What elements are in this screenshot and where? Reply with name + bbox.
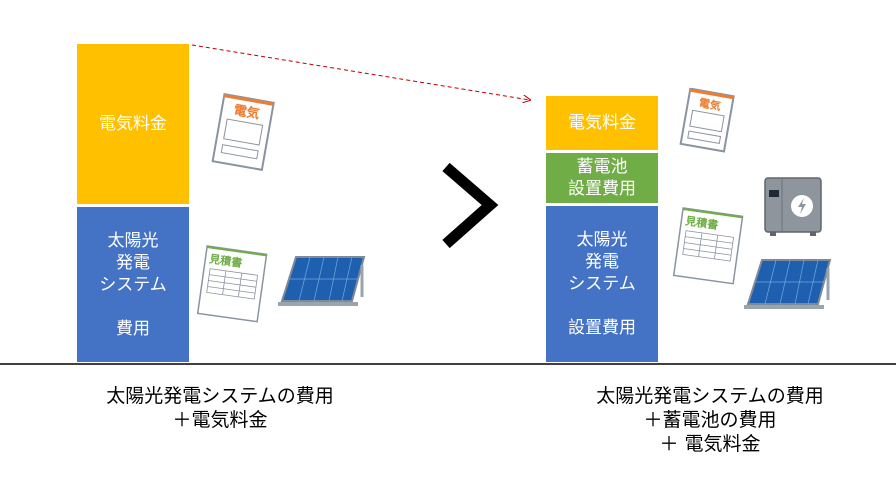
electricity-bill-icon: 電気: [679, 88, 735, 153]
label: 電気料金: [99, 114, 167, 134]
right-electricity-segment: 電気料金: [546, 96, 658, 150]
svg-text:電気: 電気: [232, 102, 260, 122]
solar-panel-icon: [744, 259, 832, 309]
solar-panel-icon: [278, 256, 366, 306]
label: 発電: [585, 252, 619, 272]
label: 設置費用: [568, 179, 636, 199]
label: システム: [99, 274, 167, 295]
left-solar-segment: 太陽光発電システム費用: [77, 207, 189, 362]
label: 設置費用: [568, 318, 636, 338]
svg-text:見積書: 見積書: [207, 251, 243, 270]
label: 蓄電池: [576, 157, 628, 177]
svg-text:電気: 電気: [698, 95, 722, 113]
svg-text:見積書: 見積書: [683, 213, 719, 232]
caption-line: ＋ 電気料金: [659, 433, 761, 455]
label: システム: [568, 274, 636, 294]
label: 太陽光: [576, 230, 628, 250]
label: 発電: [116, 252, 150, 273]
label: 費用: [116, 318, 150, 339]
caption-line: 太陽光発電システムの費用: [106, 385, 334, 407]
caption-line: ＋電気料金: [172, 409, 268, 431]
electricity-bill-icon: 電気: [211, 93, 275, 171]
storage-battery-icon: [764, 177, 822, 236]
left-caption: 太陽光発電システムの費用＋電気料金: [40, 384, 400, 432]
right-solar-segment: 太陽光発電システム設置費用: [546, 206, 658, 362]
caption-line: ＋蓄電池の費用: [643, 409, 777, 431]
label: 電気料金: [568, 113, 636, 133]
right-caption: 太陽光発電システムの費用＋蓄電池の費用＋ 電気料金: [530, 384, 890, 456]
caption-line: 太陽光発電システムの費用: [596, 385, 824, 407]
left-electricity-segment: 電気料金: [77, 44, 189, 204]
estimate-document-icon: 見積書: [196, 245, 268, 323]
right-battery-segment: 蓄電池設置費用: [546, 153, 658, 203]
greater-than-icon: [442, 162, 499, 249]
estimate-document-icon: 見積書: [672, 207, 744, 285]
label: 太陽光: [107, 230, 159, 251]
